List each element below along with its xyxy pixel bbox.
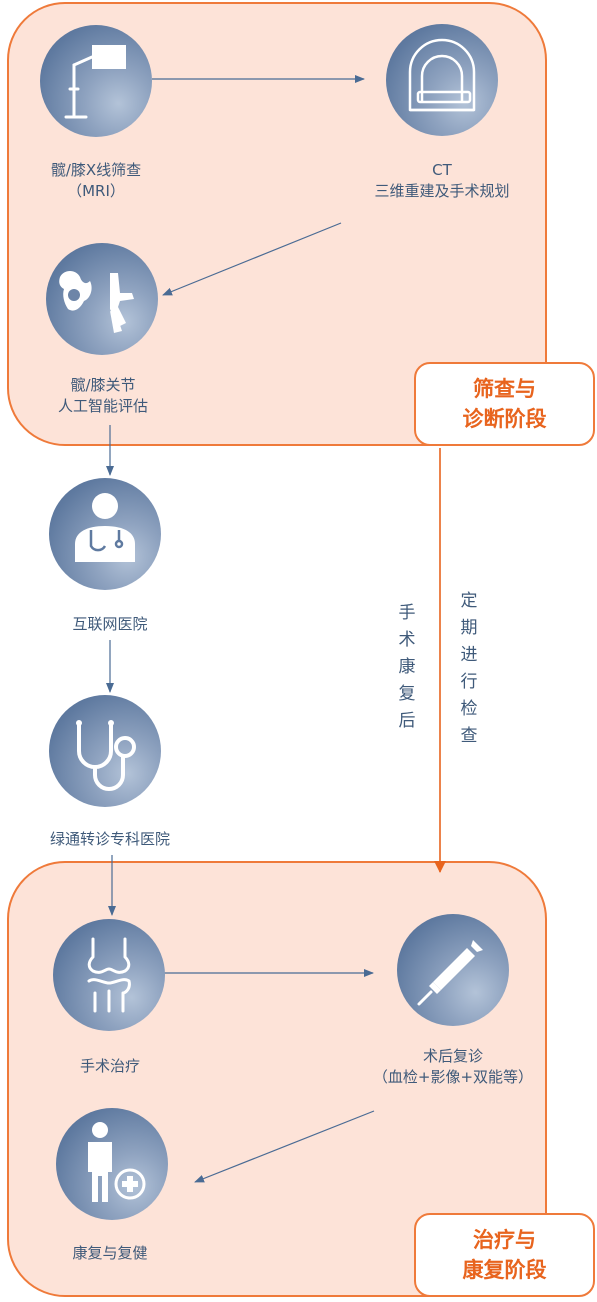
screening-stage-label: 筛查与 诊断阶段 xyxy=(414,362,595,446)
ct-node xyxy=(386,24,498,136)
referral-label-line1: 绿通转诊专科医院 xyxy=(49,830,170,848)
postop-rehab-label: 手术康复后 xyxy=(398,603,416,731)
internet-hospital-label: 互联网医院 xyxy=(30,614,190,635)
xray-screening-label: 髋/膝X线筛查 （MRI） xyxy=(20,160,172,202)
treatment-stage-label-line1: 治疗与 xyxy=(473,1228,536,1252)
xray-screening-label-line2: （MRI） xyxy=(67,182,125,200)
surgery-label-line1: 手术治疗 xyxy=(79,1057,140,1075)
ct-label: CT 三维重建及手术规划 xyxy=(335,160,549,202)
surgery-label: 手术治疗 xyxy=(40,1056,180,1077)
joint-bones-icon xyxy=(59,271,134,333)
followup-node xyxy=(397,914,509,1026)
followup-label-line2: （血检+影像+双能等） xyxy=(372,1068,534,1086)
screening-stage-label-line1: 筛查与 xyxy=(473,377,536,401)
stethoscope-icon xyxy=(76,720,136,791)
xray-lightbox-icon xyxy=(64,45,126,119)
person-plus-icon xyxy=(88,1122,146,1202)
regular-check-label: 定期进行检查 xyxy=(460,591,478,746)
internet-hospital-node xyxy=(49,478,161,590)
treatment-stage-label: 治疗与 康复阶段 xyxy=(414,1213,595,1297)
xray-screening-node xyxy=(40,25,152,137)
treatment-stage-label-line2: 康复阶段 xyxy=(462,1258,547,1282)
referral-label: 绿通转诊专科医院 xyxy=(20,829,200,850)
doctor-icon xyxy=(75,493,135,562)
ct-label-line2: 三维重建及手术规划 xyxy=(374,182,510,200)
surgery-node xyxy=(53,919,165,1031)
rehab-node xyxy=(56,1108,168,1220)
rehab-label: 康复与复健 xyxy=(40,1243,180,1264)
rehab-label-line1: 康复与复健 xyxy=(72,1244,148,1262)
referral-node xyxy=(49,695,161,807)
screening-stage-label-line2: 诊断阶段 xyxy=(462,407,547,431)
ai-assessment-node xyxy=(46,243,158,355)
internet-hospital-label-line1: 互联网医院 xyxy=(72,615,148,633)
knee-joint-icon xyxy=(87,937,131,1013)
xray-screening-label-line1: 髋/膝X线筛查 xyxy=(50,161,142,179)
ai-assessment-label: 髋/膝关节 人工智能评估 xyxy=(28,375,178,417)
followup-label: 术后复诊 （血检+影像+双能等） xyxy=(360,1046,546,1088)
followup-label-line1: 术后复诊 xyxy=(422,1047,483,1065)
ai-assessment-label-line1: 髋/膝关节 xyxy=(70,376,136,394)
syringe-icon xyxy=(417,940,483,1006)
ai-assessment-label-line2: 人工智能评估 xyxy=(57,397,148,415)
ct-scanner-icon xyxy=(408,38,476,112)
ct-label-line1: CT xyxy=(432,161,452,179)
